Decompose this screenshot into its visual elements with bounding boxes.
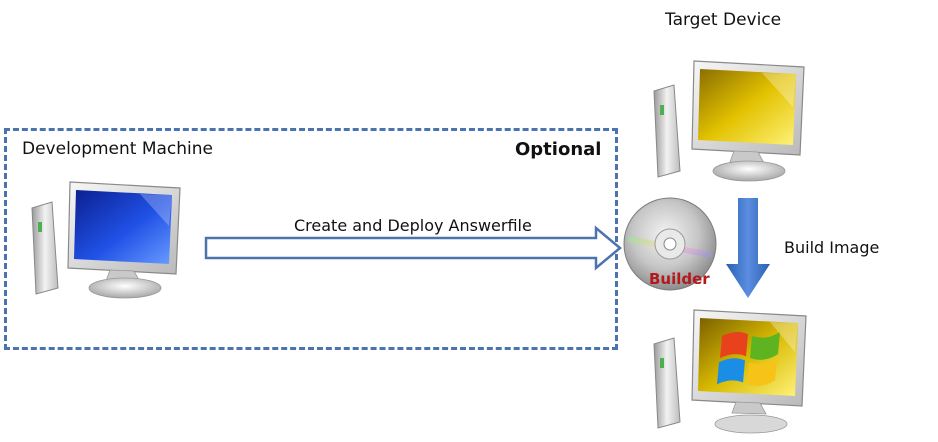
target-device-windows-icon [653,309,807,434]
build-image-label: Build Image [784,238,880,257]
create-deploy-answerfile-label: Create and Deploy Answerfile [294,216,532,235]
arrow-right-icon [204,225,622,271]
windows-logo-icon [717,331,780,387]
cd-disc-icon [623,197,717,291]
development-machine-label: Development Machine [22,139,214,159]
optional-label: Optional [515,139,602,160]
optional-region [4,128,618,350]
builder-label: Builder [649,270,710,288]
development-machine-icon [31,181,181,299]
arrow-down-icon [726,198,770,298]
target-device-icon [653,60,805,182]
target-device-label: Target Device [665,10,782,30]
